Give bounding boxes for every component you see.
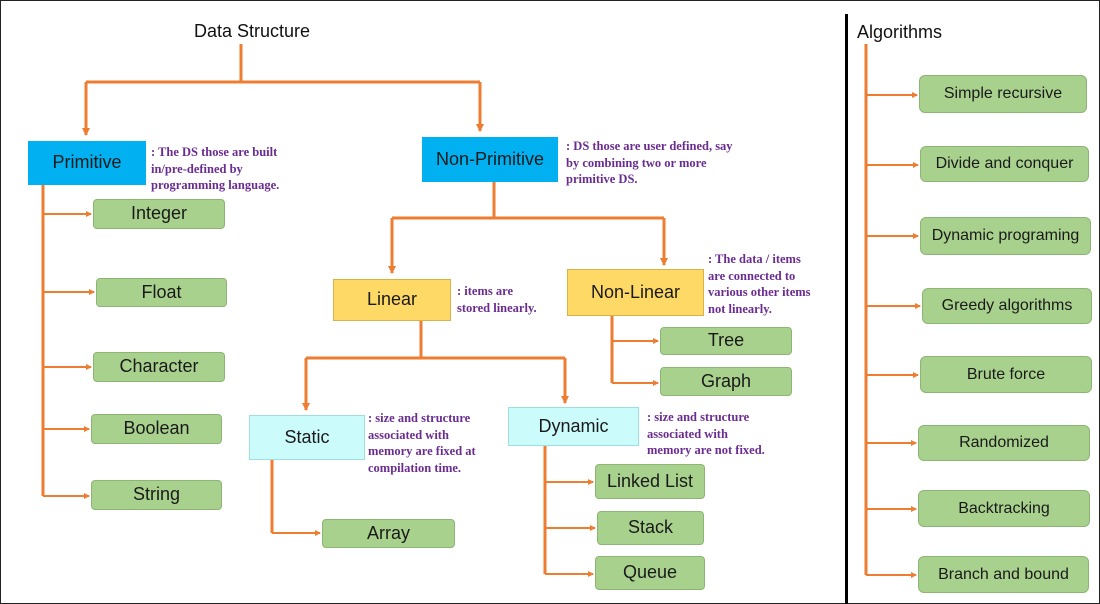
note-primitive: : The DS those are built in/pre-defined … bbox=[151, 145, 280, 192]
algorithm-item: Branch and bound bbox=[918, 556, 1089, 593]
node-non-primitive: Non-Primitive bbox=[422, 137, 558, 182]
node-static: Static bbox=[249, 415, 365, 460]
algorithm-item: Greedy algorithms bbox=[922, 288, 1092, 324]
algorithm-item: Backtracking bbox=[918, 490, 1090, 527]
node-linked-list: Linked List bbox=[595, 464, 705, 499]
node-non-linear: Non-Linear bbox=[567, 269, 704, 316]
note-linear: : items are stored linearly. bbox=[457, 284, 537, 315]
algorithms-title: Algorithms bbox=[857, 22, 943, 42]
algorithm-item: Brute force bbox=[920, 356, 1092, 393]
node-primitive: Primitive bbox=[28, 141, 146, 185]
node-integer: Integer bbox=[93, 199, 225, 229]
node-array: Array bbox=[322, 519, 455, 548]
node-dynamic: Dynamic bbox=[508, 407, 639, 446]
note-non-primitive: : DS those are user defined, say by comb… bbox=[566, 139, 733, 186]
note-static: : size and structure associated with mem… bbox=[368, 411, 476, 475]
note-non-linear: : The data / items are connected to vari… bbox=[708, 252, 811, 316]
node-float: Float bbox=[96, 278, 227, 307]
algorithm-item: Randomized bbox=[918, 425, 1090, 461]
algorithm-item: Simple recursive bbox=[919, 75, 1087, 113]
node-linear: Linear bbox=[333, 279, 451, 321]
node-character: Character bbox=[93, 352, 225, 382]
node-queue: Queue bbox=[595, 556, 705, 590]
node-stack: Stack bbox=[597, 511, 704, 545]
node-tree: Tree bbox=[660, 327, 792, 355]
node-graph: Graph bbox=[660, 367, 792, 396]
node-string: String bbox=[91, 480, 222, 510]
note-dynamic: : size and structure associated with mem… bbox=[647, 410, 765, 457]
node-boolean: Boolean bbox=[91, 414, 222, 444]
section-divider bbox=[845, 14, 848, 604]
algorithm-item: Dynamic programing bbox=[920, 217, 1091, 255]
data-structure-title: Data Structure bbox=[194, 21, 311, 41]
algorithm-item: Divide and conquer bbox=[920, 146, 1089, 182]
